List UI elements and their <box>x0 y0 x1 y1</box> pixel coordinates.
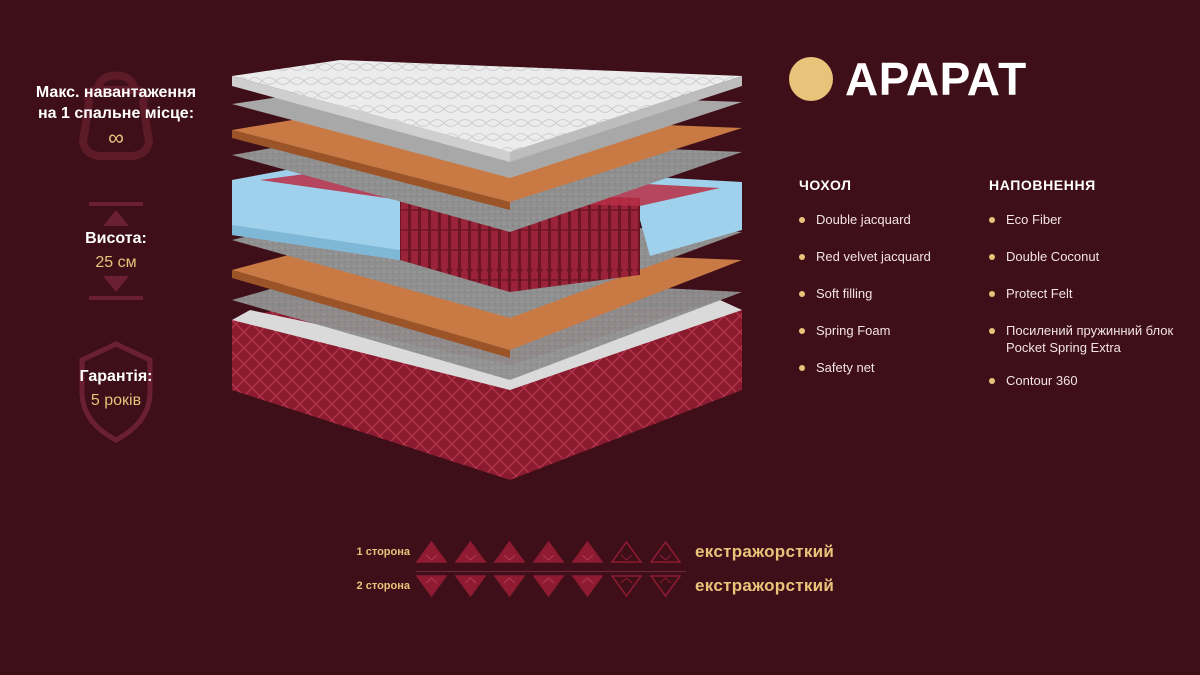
shield-icon <box>79 341 153 443</box>
firmness-peak-shape <box>611 575 642 598</box>
list-item: Double jacquard <box>799 211 979 228</box>
firmness-peak-detail <box>425 577 438 584</box>
firmness-divider <box>416 571 686 572</box>
firmness-side-2: 2 сторона екстражорсткий <box>340 574 834 598</box>
firmness-peak-filled-icon <box>533 540 564 563</box>
firmness-peak-detail <box>503 577 516 584</box>
firmness-peak-detail <box>542 577 555 584</box>
firmness-peak-shape <box>572 540 603 563</box>
list-item: Protect Felt <box>989 285 1194 302</box>
title-dot-icon <box>789 57 833 101</box>
side-1-firmness-value: екстражорсткий <box>695 542 835 561</box>
firmness-peak-empty-icon <box>650 540 681 563</box>
mattress-layers-illustration <box>232 60 742 480</box>
spec-warranty: Гарантія: 5 років <box>16 340 216 444</box>
firmness-peak-filled-icon <box>416 540 447 563</box>
height-arrows-icon <box>89 202 143 300</box>
list-item: Contour 360 <box>989 372 1194 389</box>
firmness-peak-shape <box>416 540 447 563</box>
firmness-peak-shape <box>533 575 564 598</box>
height-label: Висота: <box>85 230 147 247</box>
firmness-peak-filled-icon <box>572 575 603 598</box>
side-1-label: 1 сторона <box>356 546 410 558</box>
firmness-peak-shape <box>611 540 642 563</box>
firmness-peak-filled-icon <box>494 575 525 598</box>
firmness-peak-detail <box>464 577 477 584</box>
firmness-peak-filled-icon <box>572 540 603 563</box>
firmness-peak-shape <box>650 540 681 563</box>
firmness-peak-filled-icon <box>416 575 447 598</box>
firmness-peak-filled-icon <box>455 540 486 563</box>
firmness-peak-shape <box>416 575 447 598</box>
spec-height: Висота: 25 см <box>16 200 216 302</box>
firmness-peak-detail <box>542 554 555 561</box>
firmness-peak-filled-icon <box>494 540 525 563</box>
side-2-firmness-value: екстражорсткий <box>695 576 835 595</box>
filling-column: НАПОВНЕННЯ Eco Fiber Double Coconut Prot… <box>989 177 1194 389</box>
firmness-peak-filled-icon <box>455 575 486 598</box>
firmness-peak-shape <box>572 575 603 598</box>
max-load-value: ∞ <box>108 125 124 150</box>
list-item: Double Coconut <box>989 248 1194 265</box>
list-item: Soft filling <box>799 285 979 302</box>
list-item: Safety net <box>799 359 979 376</box>
filling-heading: НАПОВНЕННЯ <box>989 177 1096 193</box>
warranty-label: Гарантія: <box>79 368 153 385</box>
kettlebell-icon <box>78 71 154 160</box>
firmness-peak-shape <box>494 540 525 563</box>
firmness-side-1: 1 сторона екстражорсткий <box>340 540 834 564</box>
firmness-peak-empty-icon <box>611 540 642 563</box>
firmness-peak-filled-icon <box>533 575 564 598</box>
max-load-label-line1: Макс. навантаження <box>35 84 197 101</box>
firmness-peak-shape <box>650 575 681 598</box>
product-title: АРАРАТ <box>845 53 1027 105</box>
max-load-label-line2: на 1 спальне місце: <box>37 105 195 122</box>
firmness-peak-detail <box>620 577 633 584</box>
firmness-peak-detail <box>620 554 633 561</box>
firmness-peak-detail <box>503 554 516 561</box>
firmness-peak-shape <box>455 540 486 563</box>
warranty-value: 5 років <box>90 392 142 409</box>
firmness-peak-empty-icon <box>611 575 642 598</box>
firmness-peak-detail <box>464 554 477 561</box>
firmness-peak-detail <box>425 554 438 561</box>
firmness-peak-detail <box>659 554 672 561</box>
list-item: Eco Fiber <box>989 211 1194 228</box>
list-item: Посилений пружинний блок Pocket Spring E… <box>989 322 1194 356</box>
list-item: Red velvet jacquard <box>799 248 979 265</box>
side-1-firmness-scale <box>416 540 681 564</box>
cover-column: ЧОХОЛ Double jacquard Red velvet jacquar… <box>799 177 979 376</box>
max-load-label: Макс. навантаження на 1 спальне місце: <box>16 62 216 124</box>
firmness-peak-shape <box>494 575 525 598</box>
side-2-firmness-scale <box>416 574 681 598</box>
spec-max-load: Макс. навантаження на 1 спальне місце: ∞ <box>16 62 216 162</box>
firmness-peak-detail <box>581 577 594 584</box>
firmness-peak-detail <box>659 577 672 584</box>
side-2-label: 2 сторона <box>356 580 410 592</box>
firmness-peak-shape <box>455 575 486 598</box>
cover-heading: ЧОХОЛ <box>799 177 852 193</box>
height-value: 25 см <box>95 254 137 271</box>
firmness-peak-shape <box>533 540 564 563</box>
firmness-peak-detail <box>581 554 594 561</box>
firmness-peak-empty-icon <box>650 575 681 598</box>
list-item: Spring Foam <box>799 322 979 339</box>
